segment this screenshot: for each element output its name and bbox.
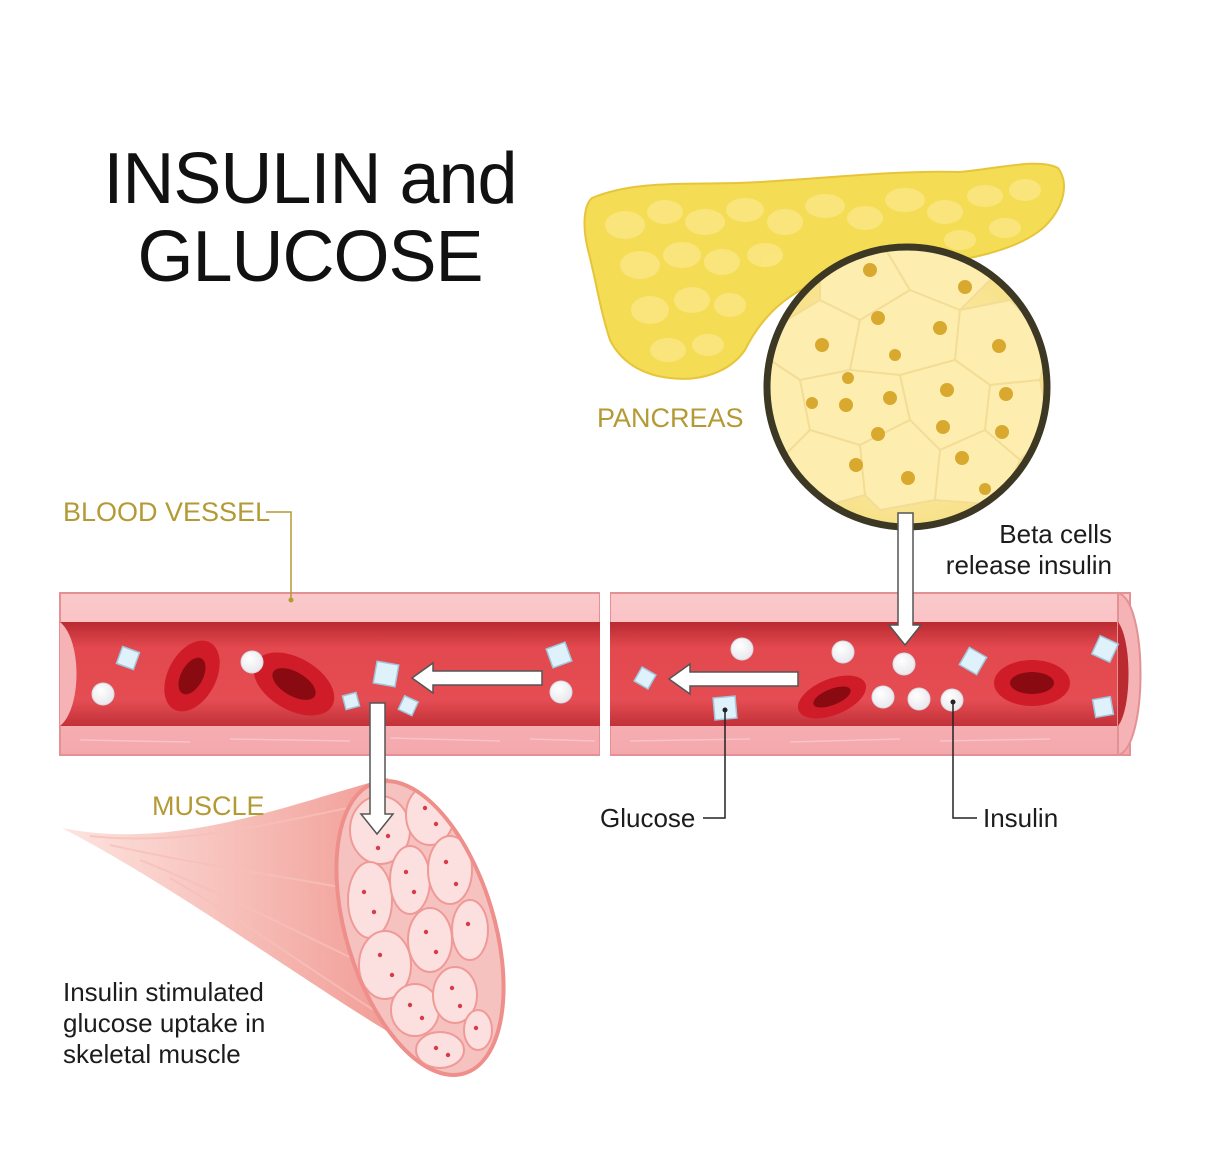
uptake-caption: Insulin stimulated glucose uptake in ske…: [63, 977, 265, 1070]
title-line-2: GLUCOSE: [137, 217, 483, 297]
uptake-line-2: glucose uptake in: [63, 1008, 266, 1038]
pancreas-label: PANCREAS: [597, 403, 744, 433]
insulin-release-arrow: [887, 512, 923, 647]
insulin-label: Insulin: [983, 803, 1059, 833]
muscle-uptake-arrow: [359, 702, 395, 836]
title-line-1: INSULIN and: [103, 139, 517, 219]
uptake-line-1: Insulin stimulated: [63, 977, 264, 1007]
muscle-label: MUSCLE: [152, 791, 265, 821]
blood-vessel-label: BLOOD VESSEL: [63, 497, 271, 527]
glucose-label: Glucose: [600, 803, 696, 833]
glucose-molecules: [115, 634, 1120, 721]
beta-cells-label: Beta cells release insulin: [930, 519, 1112, 581]
red-blood-cells: [164, 640, 1070, 719]
beta-cells-line-1: Beta cells: [999, 519, 1112, 549]
uptake-line-3: skeletal muscle: [63, 1039, 241, 1069]
beta-cells-magnified: [763, 243, 1051, 531]
page-title: INSULIN and GLUCOSE: [100, 140, 520, 296]
blood-vessel: [59, 588, 1142, 760]
flow-arrow-left-segment: [410, 661, 543, 695]
flow-arrow-right-segment: [667, 662, 799, 696]
beta-cells-line-2: release insulin: [945, 550, 1112, 580]
leader-lines: [266, 511, 977, 819]
skeletal-muscle: [62, 778, 506, 1077]
